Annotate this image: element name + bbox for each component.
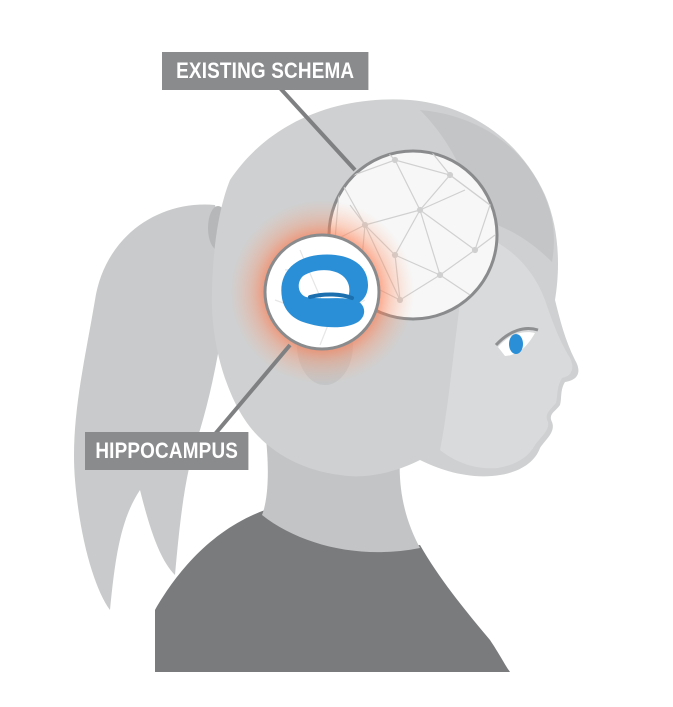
hippocampus-leader-line: [208, 343, 292, 442]
hair-fringe: [420, 110, 554, 262]
hippocampus-circle: [263, 233, 381, 351]
eye-icon: [494, 327, 539, 356]
shirt: [155, 510, 510, 672]
schema-leader-line: [278, 86, 357, 172]
hippocampus-label: HIPPOCAMPUS: [85, 432, 249, 470]
ponytail: [74, 204, 230, 610]
hippocampus-icon: [281, 254, 368, 328]
existing-schema-label: EXISTING SCHEMA: [162, 52, 369, 90]
